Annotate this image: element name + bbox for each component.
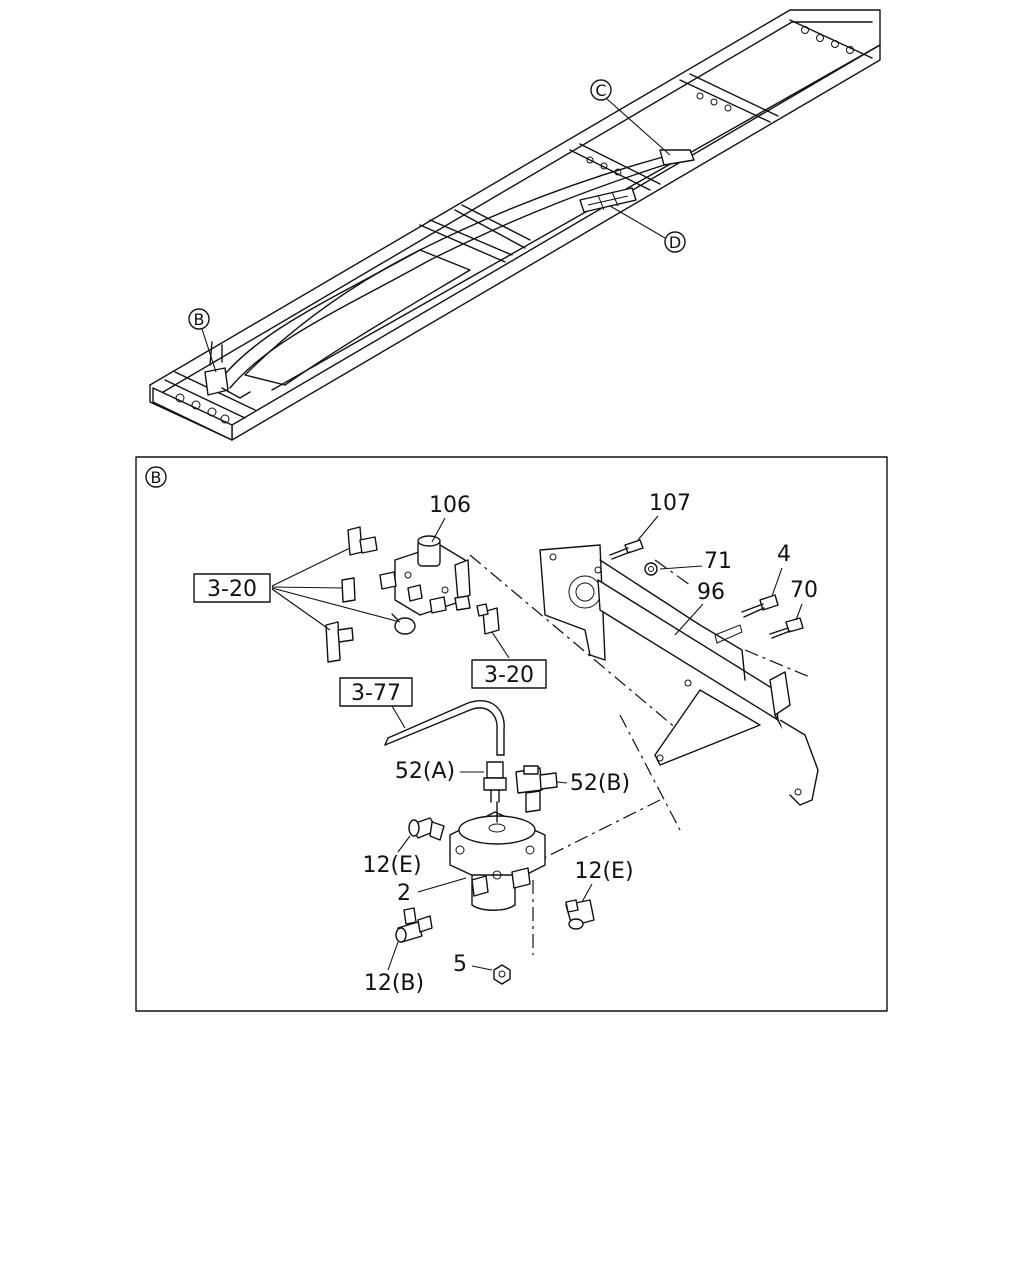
label-12e-left: 12(E) <box>362 835 422 878</box>
fitting-12b <box>395 907 433 943</box>
bolt-70 <box>769 617 804 639</box>
fitting-52b <box>515 765 558 813</box>
label-70: 70 <box>790 578 818 621</box>
svg-text:12(E): 12(E) <box>362 853 421 878</box>
label-106: 106 <box>429 493 471 543</box>
callout-c: C <box>590 79 671 156</box>
svg-text:71: 71 <box>704 549 732 574</box>
fitting-3-20-right <box>476 603 500 635</box>
cross-member-3 <box>454 204 531 249</box>
ref-box-3-77: 3-77 <box>339 677 413 729</box>
fitting-12e-left <box>408 817 445 841</box>
bolt-4 <box>741 594 779 618</box>
cross-member-5 <box>679 73 779 123</box>
detail-frame-border <box>135 456 888 1012</box>
frame-rail-far <box>149 9 881 391</box>
frame-front-holes <box>801 26 854 54</box>
detail-view-b: B <box>135 456 888 1012</box>
svg-text:12(E): 12(E) <box>574 859 633 884</box>
bracket-b-area <box>204 367 229 396</box>
solenoid-valve-106 <box>379 535 471 616</box>
svg-text:96: 96 <box>697 580 725 605</box>
label-2: 2 <box>397 877 467 906</box>
label-107: 107 <box>637 491 691 541</box>
label-96: 96 <box>674 580 725 636</box>
label-4: 4 <box>771 542 791 597</box>
cross-member-4 <box>569 143 661 191</box>
frame-brake-line <box>219 149 691 381</box>
alignment-line-relay <box>539 799 661 861</box>
svg-text:B: B <box>151 468 162 487</box>
label-12e-right: 12(E) <box>574 859 634 903</box>
fitting-3-20-low <box>325 621 354 663</box>
frame-rear-plate <box>152 387 233 441</box>
fuel-tank-outline <box>244 249 471 386</box>
fitting-52a <box>483 761 507 803</box>
svg-text:52(A): 52(A) <box>395 759 455 784</box>
callout-d: D <box>609 205 686 253</box>
fitting-12e-right <box>565 899 595 930</box>
label-12b: 12(B) <box>364 941 424 996</box>
nut-5 <box>493 964 511 985</box>
fitting-3-20-top <box>347 526 378 556</box>
svg-text:106: 106 <box>429 493 471 518</box>
cross-member-holes <box>586 92 732 176</box>
fitting-3-20-mid <box>341 577 356 603</box>
bracket-c-area <box>659 149 695 166</box>
svg-text:D: D <box>669 233 681 252</box>
svg-text:52(B): 52(B) <box>570 771 630 796</box>
svg-text:3-20: 3-20 <box>207 577 257 602</box>
svg-text:3-77: 3-77 <box>351 681 401 706</box>
svg-text:70: 70 <box>790 578 818 603</box>
svg-text:12(B): 12(B) <box>364 971 424 996</box>
detail-view-letter: B <box>145 466 167 488</box>
svg-text:2: 2 <box>397 881 411 906</box>
tube-3-77 <box>384 700 505 756</box>
svg-text:5: 5 <box>453 952 467 977</box>
relay-valve-2 <box>449 801 546 911</box>
mounting-bracket <box>539 544 819 806</box>
cross-member-6 <box>789 19 873 59</box>
bolt-107 <box>609 539 644 560</box>
alignment-line-valve <box>469 554 691 741</box>
chassis-frame-overview <box>149 9 881 441</box>
ref-box-3-20-left: 3-20 <box>193 547 401 631</box>
svg-text:4: 4 <box>777 542 791 567</box>
label-71: 71 <box>659 549 732 574</box>
label-52b: 52(B) <box>556 771 630 796</box>
ref-box-3-20-right: 3-20 <box>471 631 547 689</box>
label-52a: 52(A) <box>395 759 484 784</box>
callout-b: B <box>188 308 217 373</box>
washer-71 <box>644 562 658 576</box>
svg-text:107: 107 <box>649 491 691 516</box>
svg-text:B: B <box>194 310 205 329</box>
svg-text:C: C <box>595 81 606 100</box>
label-5: 5 <box>453 952 493 977</box>
frame-rear-holes <box>175 393 230 424</box>
svg-text:3-20: 3-20 <box>484 663 534 688</box>
fitting-3-20-cap <box>391 613 416 635</box>
